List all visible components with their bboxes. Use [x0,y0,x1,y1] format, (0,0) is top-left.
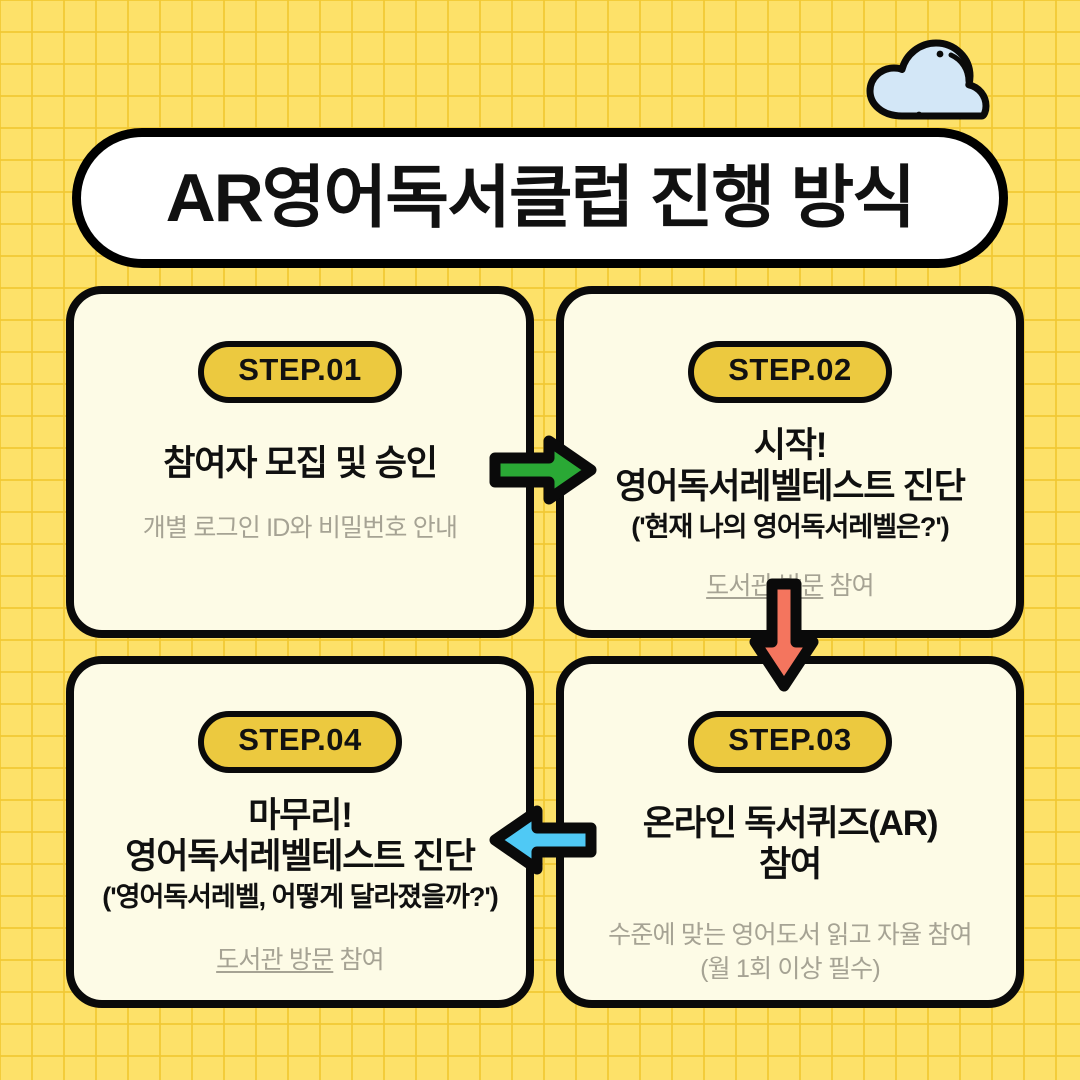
subtitle-line: 도서관 방문 참여 [706,571,874,600]
step-body-02: 시작! 영어독서레벨테스트 진단 ('현재 나의 영어독서레벨은?') 도서관 … [564,403,1016,604]
step-subtitle-02: 도서관 방문 참여 [706,570,874,604]
headline-line: 마무리! [248,795,353,835]
step-body-03: 온라인 독서퀴즈(AR) 참여 수준에 맞는 영어도서 읽고 자율 참여 (월 … [564,773,1016,987]
headline-line: 영어독서레벨테스트 진단 [125,837,476,877]
step-card-04: STEP.04 마무리! 영어독서레벨테스트 진단 ('영어독서레벨, 어떻게 … [66,656,534,1008]
headline-line: 시작! [753,425,828,465]
subtitle-line: 수준에 맞는 영어도서 읽고 자율 참여 [608,921,973,950]
step-paren-02: ('현재 나의 영어독서레벨은?') [631,512,950,543]
step-card-01: STEP.01 참여자 모집 및 승인 개별 로그인 ID와 비밀번호 안내 [66,286,534,638]
step-headline-04: 마무리! 영어독서레벨테스트 진단 [125,795,476,878]
arrow-down-icon [742,576,826,694]
step-subtitle-04: 도서관 방문 참여 [216,944,384,978]
step-paren-04: ('영어독서레벨, 어떻게 달라졌을까?') [102,882,499,913]
cloud-icon [862,38,994,120]
page-title: AR영어독서클럽 진행 방식 [165,160,916,236]
step-body-04: 마무리! 영어독서레벨테스트 진단 ('영어독서레벨, 어떻게 달라졌을까?')… [74,773,526,978]
headline-line: 참여자 모집 및 승인 [163,443,438,483]
step-subtitle-03: 수준에 맞는 영어도서 읽고 자율 참여 (월 1회 이상 필수) [608,919,973,987]
subtitle-line: 도서관 방문 참여 [216,945,384,974]
step-headline-03: 온라인 독서퀴즈(AR) 참여 [642,803,939,886]
page-title-banner: AR영어독서클럽 진행 방식 [72,128,1008,268]
arrow-left-icon [487,802,599,878]
arrow-right-icon [487,432,599,508]
step-badge-01: STEP.01 [198,341,402,403]
step-badge-02: STEP.02 [688,341,892,403]
step-body-01: 참여자 모집 및 승인 개별 로그인 ID와 비밀번호 안내 [74,403,526,546]
step-headline-02: 시작! 영어독서레벨테스트 진단 [615,425,966,508]
step-subtitle-01: 개별 로그인 ID와 비밀번호 안내 [142,512,458,546]
headline-line: 참여 [758,845,822,885]
headline-line: 영어독서레벨테스트 진단 [615,467,966,507]
step-badge-03: STEP.03 [688,711,892,773]
subtitle-line: 개별 로그인 ID와 비밀번호 안내 [142,514,458,543]
step-card-02: STEP.02 시작! 영어독서레벨테스트 진단 ('현재 나의 영어독서레벨은… [556,286,1024,638]
headline-line: 온라인 독서퀴즈(AR) [642,803,939,843]
step-card-03: STEP.03 온라인 독서퀴즈(AR) 참여 수준에 맞는 영어도서 읽고 자… [556,656,1024,1008]
subtitle-line: (월 1회 이상 필수) [700,955,881,984]
step-headline-01: 참여자 모집 및 승인 [163,443,438,484]
step-badge-04: STEP.04 [198,711,402,773]
